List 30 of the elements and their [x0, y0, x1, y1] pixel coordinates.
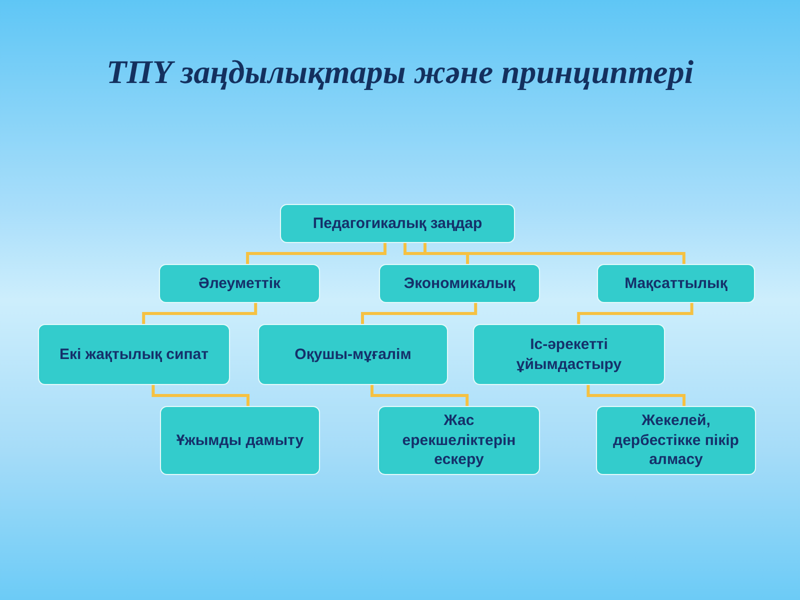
- node-label: Оқушы-мұғалім: [294, 344, 412, 364]
- connector-line: [577, 303, 694, 324]
- concept-box: [378, 406, 540, 475]
- concept-box: [473, 324, 665, 385]
- concept-box: [280, 204, 515, 243]
- connector-line: [152, 385, 250, 406]
- connector-line: [246, 243, 386, 264]
- connector-line: [404, 243, 470, 264]
- concept-box: [159, 264, 320, 303]
- node-label: Жекелей, дербестікке пікір алмасу: [612, 411, 740, 470]
- node-label: Ұжымды дамыту: [176, 430, 304, 450]
- concept-box: [379, 264, 540, 303]
- node-label: Мақсаттылық: [624, 274, 728, 294]
- connector-line: [586, 385, 686, 406]
- connector-line: [361, 303, 478, 324]
- node-label: Іс-әрекетті ұйымдастыру: [515, 335, 623, 374]
- node-label: Педагогикалық заңдар: [312, 214, 482, 234]
- concept-box: [597, 264, 755, 303]
- node-label: Әлеуметтік: [198, 274, 281, 294]
- concept-box: [160, 406, 320, 475]
- connector-line: [424, 243, 686, 264]
- concept-box: [38, 324, 230, 385]
- connector-line: [370, 385, 469, 406]
- slide-title: ТПҮ заңдылықтары және принциптері: [106, 55, 694, 92]
- node-label: Екі жақтылық сипат: [60, 344, 208, 364]
- concept-box: [258, 324, 448, 385]
- connector-line: [142, 303, 258, 324]
- concept-box: [596, 406, 756, 475]
- node-label: Экономикалық: [404, 274, 516, 294]
- node-label: Жас ерекшеліктерін ескеру: [401, 411, 517, 470]
